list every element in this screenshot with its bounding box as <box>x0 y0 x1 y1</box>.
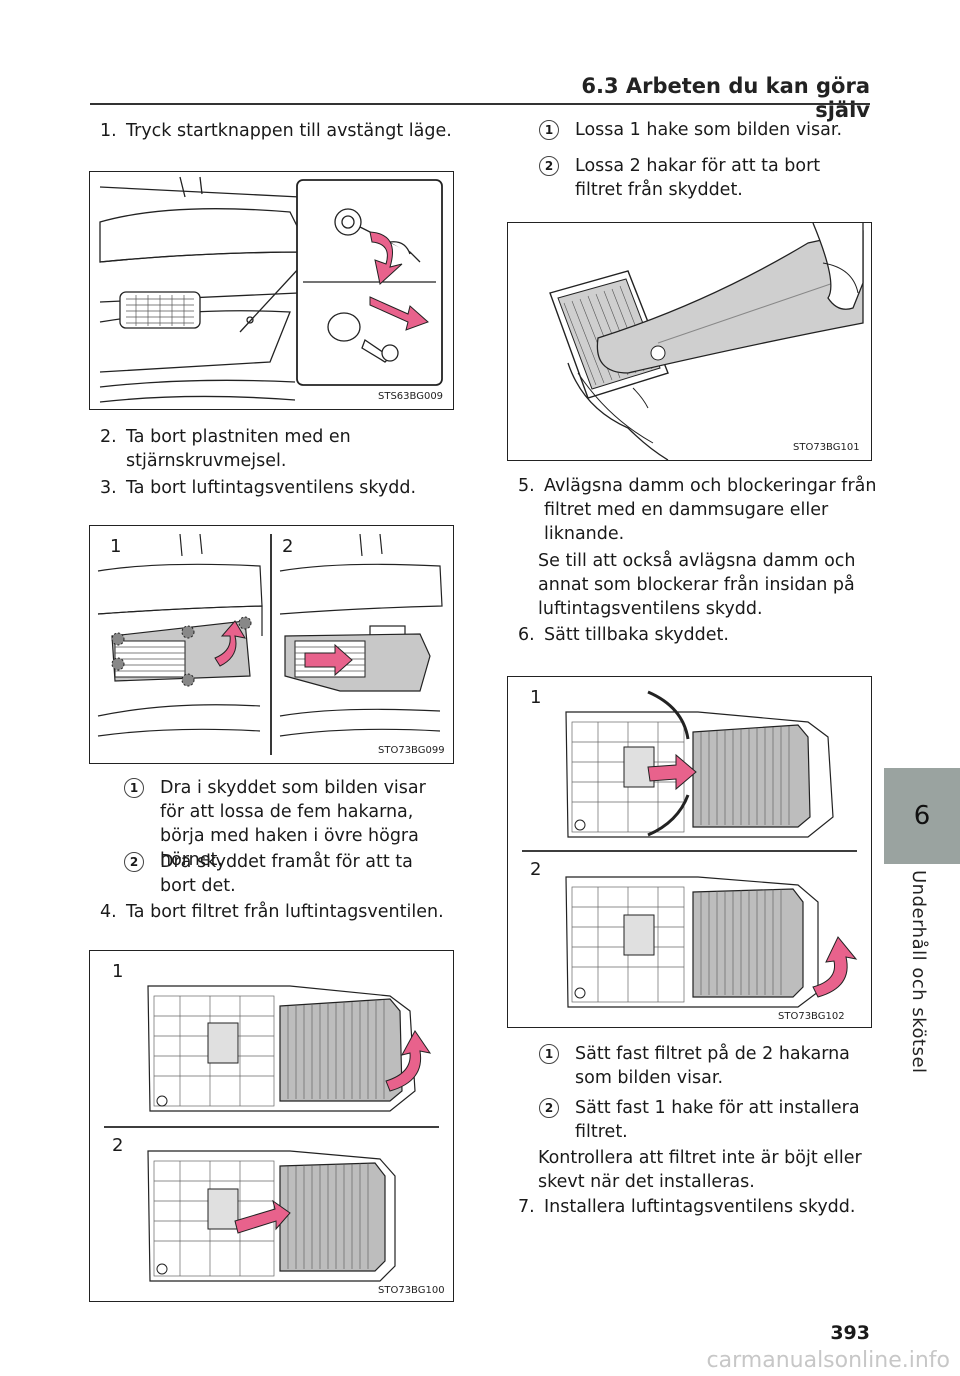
substep-text: Lossa 2 hakar för att ta bort filtret fr… <box>575 156 821 200</box>
step-4-substep-1: 1 Lossa 1 hake som bilden visar. <box>539 118 869 142</box>
step-6-substep-2: 2 Sätt fast 1 hake för att installera fi… <box>539 1096 869 1144</box>
step-text: Tryck startknappen till avstängt läge. <box>126 121 452 141</box>
step-4-substep-2: 2 Lossa 2 hakar för att ta bort filtret … <box>539 154 869 202</box>
step-6-substep-1: 1 Sätt fast filtret på de 2 hakarna som … <box>539 1042 869 1090</box>
step-text: Ta bort luftintagsventilens skydd. <box>126 478 417 498</box>
step-number: 3. <box>100 478 117 498</box>
step-text: Installera luftintagsventilens skydd. <box>544 1197 856 1217</box>
figure-label-2: 2 <box>282 536 294 557</box>
step-5: 5. Avlägsna damm och blockeringar från f… <box>518 474 878 546</box>
step-text: Ta bort filtret från luftintagsventilen. <box>126 902 444 922</box>
page-number: 393 <box>830 1322 870 1344</box>
substep-text: Sätt fast 1 hake för att installera filt… <box>575 1098 860 1142</box>
header-divider <box>90 103 870 105</box>
step-2: 2. Ta bort plastniten med en stjärnskruv… <box>100 425 460 473</box>
circled-number: 1 <box>539 120 559 140</box>
chapter-title: Underhåll och skötsel <box>908 870 929 1074</box>
substep-text: Dra i skyddet som bilden visar för att l… <box>160 778 426 870</box>
step-3-substep-2: 2 Dra skyddet framåt för att ta bort det… <box>124 850 454 898</box>
chapter-number: 6 <box>913 801 931 831</box>
figure-ignition-rivet: STS63BG009 <box>89 171 454 410</box>
figure-remove-cover: 1 2 STO73BG099 <box>89 525 454 764</box>
substep-text: Lossa 1 hake som bilden visar. <box>575 120 843 140</box>
figure-code: STO73BG101 <box>793 442 860 453</box>
step-number: 5. <box>518 476 535 496</box>
step-5-note: Se till att också avlägsna damm och anna… <box>538 551 856 619</box>
step-text: Ta bort plastniten med en stjärnskruvmej… <box>126 427 351 471</box>
circled-number: 1 <box>124 778 144 798</box>
figure-label-2: 2 <box>112 1135 124 1156</box>
step-number: 4. <box>100 902 117 922</box>
circled-number: 2 <box>539 156 559 176</box>
circled-number: 2 <box>539 1098 559 1118</box>
step-number: 2. <box>100 427 117 447</box>
substep-text: Dra skyddet framåt för att ta bort det. <box>160 852 413 896</box>
figure-vacuum-filter: STO73BG101 <box>507 222 872 461</box>
chapter-tab[interactable]: 6 <box>884 768 960 864</box>
figure-label-2: 2 <box>530 859 542 880</box>
step-text: Sätt tillbaka skyddet. <box>544 625 729 645</box>
figure-install-filter: 1 2 STO73BG102 <box>507 676 872 1028</box>
section-title: 6.3 Arbeten du kan göra själv <box>581 74 870 122</box>
step-7: 7. Installera luftintagsventilens skydd. <box>518 1195 878 1219</box>
step-6: 6. Sätt tillbaka skyddet. <box>518 623 878 647</box>
figure-code: STS63BG009 <box>378 391 444 402</box>
step-4: 4. Ta bort filtret från luftintagsventil… <box>100 900 460 924</box>
figure-code: STO73BG100 <box>378 1285 445 1296</box>
step-1: 1. Tryck startknappen till avstängt läge… <box>100 119 460 143</box>
step-number: 1. <box>100 121 117 141</box>
figure-label-1: 1 <box>112 961 124 982</box>
circled-number: 1 <box>539 1044 559 1064</box>
figure-code: STO73BG099 <box>378 745 445 756</box>
step-6-note: Kontrollera att filtret inte är böjt ell… <box>538 1148 862 1192</box>
figure-label-1: 1 <box>530 687 542 708</box>
substep-text: Sätt fast filtret på de 2 hakarna som bi… <box>575 1044 850 1088</box>
figure-remove-filter: 1 2 STO73BG100 <box>89 950 454 1302</box>
step-3: 3. Ta bort luftintagsventilens skydd. <box>100 476 460 500</box>
step-text: Avlägsna damm och blockeringar från filt… <box>544 476 877 544</box>
figure-label-1: 1 <box>110 536 122 557</box>
step-3-substep-1: 1 Dra i skyddet som bilden visar för att… <box>124 776 454 872</box>
step-number: 6. <box>518 625 535 645</box>
circled-number: 2 <box>124 852 144 872</box>
figure-code: STO73BG102 <box>778 1011 845 1022</box>
step-number: 7. <box>518 1197 535 1217</box>
watermark: carmanualsonline.info <box>706 1348 950 1373</box>
